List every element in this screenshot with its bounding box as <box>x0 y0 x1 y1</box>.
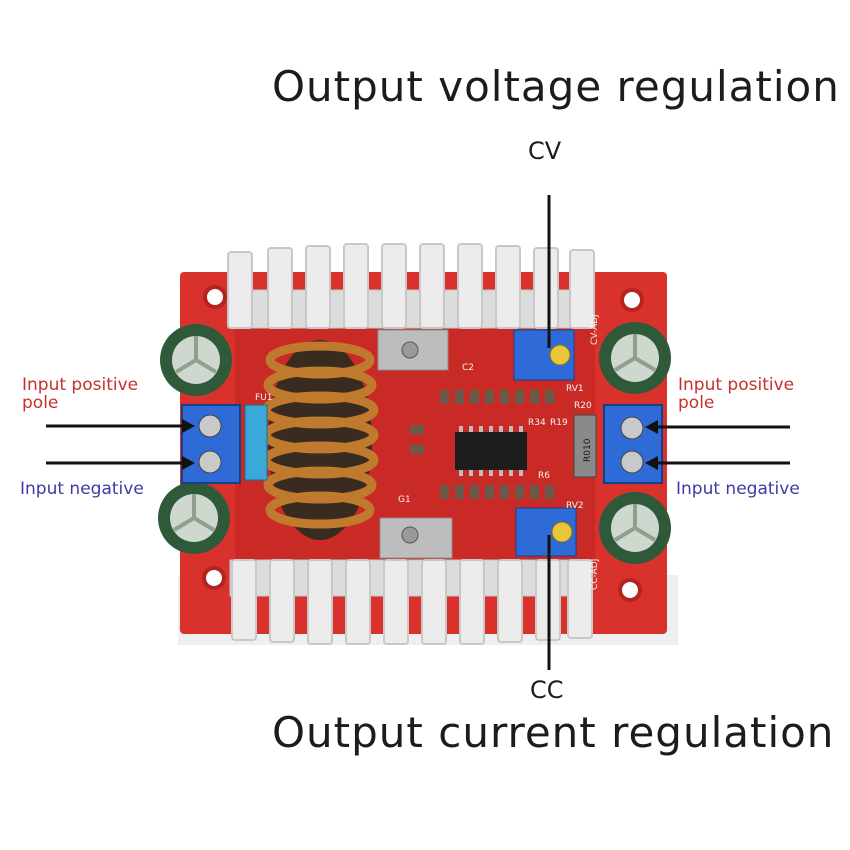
silk-rv1: RV1 <box>566 384 584 394</box>
capacitor <box>158 482 230 554</box>
mount-hole <box>202 566 226 590</box>
mount-hole <box>203 285 227 309</box>
left-input-negative-label: Input negative <box>20 479 144 499</box>
silk-rv2: RV2 <box>566 501 584 511</box>
right-input-positive-label: Input positive <box>678 375 795 395</box>
current-regulation-title: Output current regulation <box>272 708 835 757</box>
right-input-negative-label: Input negative <box>676 479 800 499</box>
arrowhead <box>645 420 658 434</box>
right-terminal-block <box>603 404 663 484</box>
arrowhead <box>182 456 195 470</box>
cv-label: CV <box>528 137 562 165</box>
silk-cc-adj: CC-ADJ <box>590 559 600 590</box>
screw <box>401 526 419 544</box>
left-input-positive-label: Input positive <box>22 375 139 395</box>
capacitor <box>160 324 232 396</box>
voltage-regulation-title: Output voltage regulation <box>272 62 840 111</box>
mount-hole <box>620 288 644 312</box>
capacitor <box>599 492 671 564</box>
top-heatsink <box>227 243 595 329</box>
cc-label: CC <box>530 676 564 704</box>
silk-c2: C2 <box>462 363 474 373</box>
ic-pins <box>459 426 523 476</box>
silk-r19: R19 <box>550 418 568 428</box>
silk-r6: R6 <box>538 471 550 481</box>
fuse <box>244 404 268 481</box>
left-input-positive-label-line2: pole <box>22 393 59 413</box>
silk-r20: R20 <box>574 401 592 411</box>
cv-potentiometer <box>513 329 575 381</box>
screw <box>401 341 419 359</box>
arrowhead <box>182 419 195 433</box>
left-terminal-block <box>181 404 241 484</box>
mount-hole <box>618 578 642 602</box>
silk-g1: G1 <box>398 495 411 505</box>
capacitor <box>599 322 671 394</box>
right-input-positive-label-line2: pole <box>678 393 715 413</box>
sense-resistor <box>573 414 597 478</box>
cc-potentiometer <box>515 507 577 557</box>
silk-r010: R010 <box>583 438 593 462</box>
bottom-heatsink <box>229 559 593 645</box>
silk-cv-adj: CV-ADJ <box>590 314 600 345</box>
silk-fu1: FU1 <box>255 393 273 403</box>
smd-components <box>410 390 554 499</box>
control-ic <box>455 432 527 470</box>
arrowhead <box>645 456 658 470</box>
silk-r34: R34 <box>528 418 546 428</box>
